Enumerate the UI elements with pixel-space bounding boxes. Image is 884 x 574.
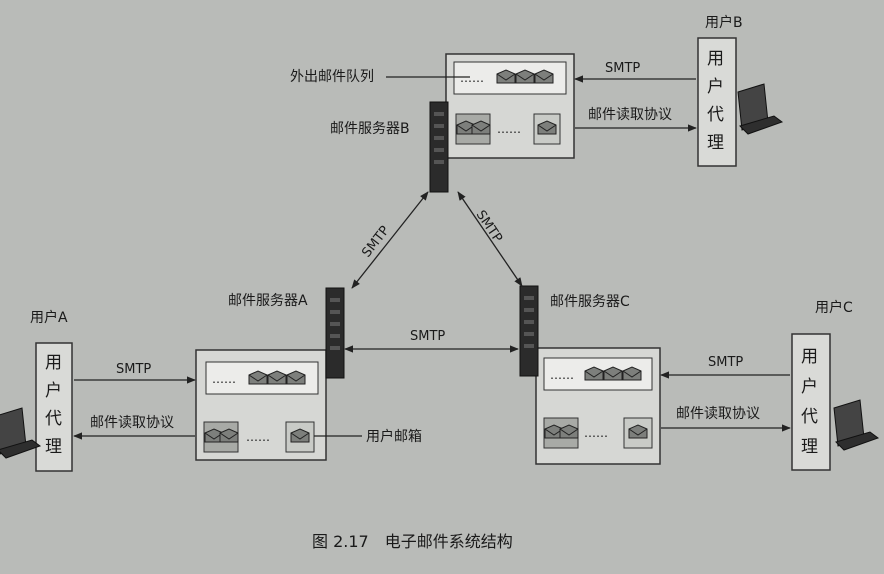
b-smtp-label: SMTP	[605, 61, 640, 76]
server-b-label: 邮件服务器B	[330, 121, 410, 137]
server-c-mailbox-dots: ……	[584, 426, 608, 440]
user-b-agent-char: 户	[707, 77, 724, 97]
smtp-label-b-c: SMTP	[473, 208, 505, 246]
figure-caption: 图 2.17 电子邮件系统结构	[312, 532, 513, 551]
server-a-label: 邮件服务器A	[228, 293, 308, 309]
server-c-group: …… …… 邮件服务器C	[519, 285, 661, 465]
user-a-agent-char: 代	[45, 409, 62, 429]
user-a-label: 用户A	[30, 309, 68, 326]
server-b-tower-icon	[429, 101, 449, 193]
user-c-group: 用户C 用 户 代 理	[791, 299, 879, 471]
user-c-agent-char: 用	[801, 347, 818, 367]
user-b-agent-char: 代	[707, 105, 724, 125]
server-a-group: …… …… 邮件服务器A 用户邮箱	[195, 287, 422, 461]
a-read-label: 邮件读取协议	[90, 414, 174, 431]
server-a-tower-icon	[325, 287, 345, 379]
laptop-icon	[0, 407, 41, 459]
user-b-agent-char: 用	[707, 49, 724, 69]
user-c-label: 用户C	[815, 299, 853, 316]
smtp-link-a-b	[351, 191, 429, 289]
user-c-agent-char: 代	[801, 407, 818, 427]
server-c-tower-icon	[519, 285, 539, 377]
user-a-group: 用户A 用 户 代 理	[0, 309, 73, 472]
user-b-agent-box	[697, 37, 737, 167]
user-a-agent-char: 用	[45, 353, 62, 373]
smtp-link-b-c	[457, 191, 523, 287]
user-b-agent-char: 理	[707, 133, 724, 153]
b-read-label: 邮件读取协议	[588, 106, 672, 123]
server-c-label: 邮件服务器C	[550, 294, 630, 310]
user-a-agent-char: 理	[45, 437, 62, 457]
user-c-agent-box	[791, 333, 831, 471]
user-a-agent-char: 户	[45, 381, 62, 401]
server-a-mailbox-dots: ……	[246, 430, 270, 444]
smtp-label-a-c: SMTP	[410, 329, 445, 344]
user-mailbox-label: 用户邮箱	[366, 428, 422, 445]
user-c-agent-char: 户	[801, 377, 818, 397]
server-b-queue-dots: ……	[460, 71, 484, 85]
server-b-group: …… …… 邮件服务器B 外出邮件队列	[290, 53, 575, 193]
user-b-label: 用户B	[705, 14, 743, 31]
user-b-group: 用户B 用 户 代 理	[697, 14, 783, 167]
outgoing-queue-label: 外出邮件队列	[290, 69, 374, 85]
laptop-icon	[737, 83, 783, 135]
server-b-mailbox-dots: ……	[497, 122, 521, 136]
c-smtp-label: SMTP	[708, 355, 743, 370]
user-a-agent-box	[35, 342, 73, 472]
laptop-icon	[833, 399, 879, 451]
server-c-queue-dots: ……	[550, 368, 574, 382]
user-c-agent-char: 理	[801, 437, 818, 457]
a-smtp-label: SMTP	[116, 362, 151, 377]
c-read-label: 邮件读取协议	[676, 405, 760, 422]
server-a-queue-dots: ……	[212, 372, 236, 386]
